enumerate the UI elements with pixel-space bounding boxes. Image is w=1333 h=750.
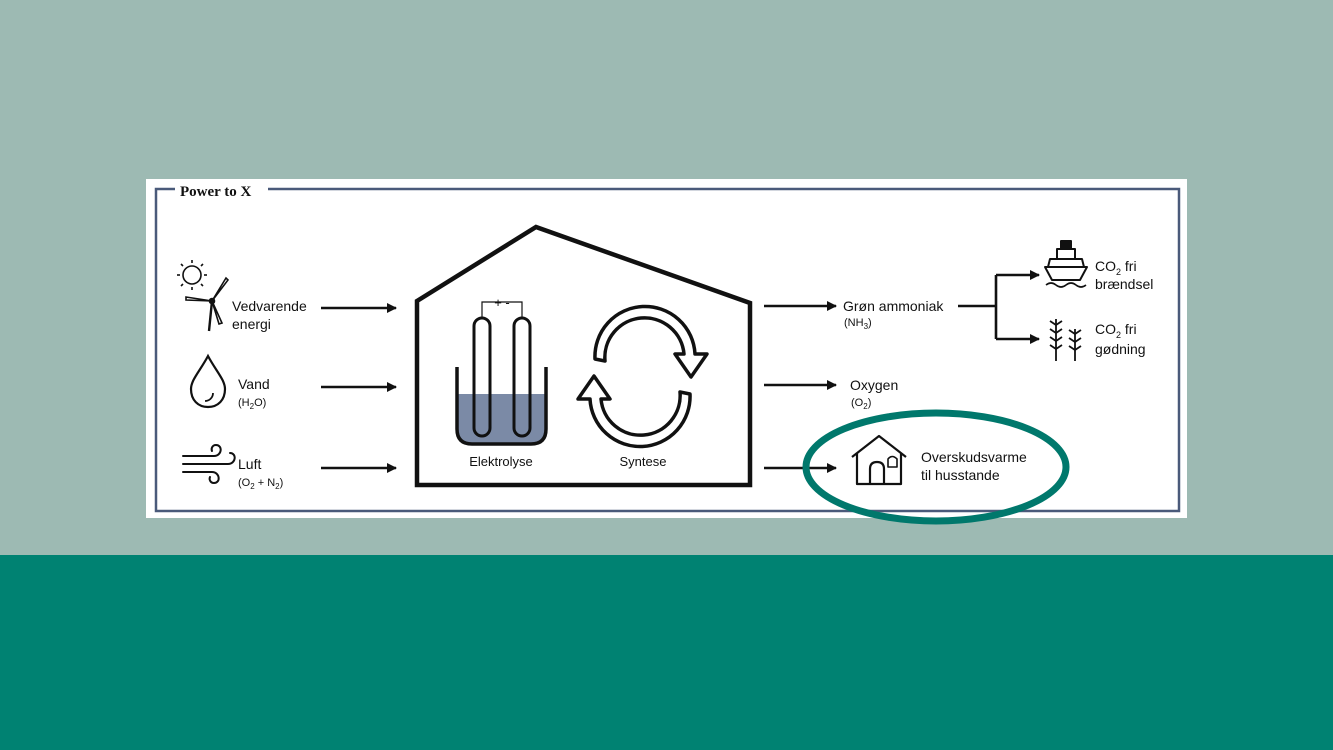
input-formula-air: (O2 + N2) [238,477,283,491]
ship-icon [1044,240,1088,288]
use-label-fuel-1: CO2 fri [1095,258,1137,277]
wind-air-icon [182,443,236,485]
electrolysis-polarity: + - [494,295,510,310]
power-to-x-diagram: Power to X Vedvarende energi Vand (H2O) … [154,184,1181,513]
input-label-renewable-2: energi [232,316,271,332]
water-drop-icon [189,353,227,409]
output-formula-oxygen: (O2) [851,397,871,411]
ammonia-branch-connector [958,275,998,339]
frame-border [154,187,1181,513]
output-label-heat-2: til husstande [921,467,1000,483]
input-label-renewable-1: Vedvarende [232,298,307,314]
house-icon [851,434,907,486]
output-label-oxygen: Oxygen [850,377,898,393]
output-formula-ammonia: (NH3) [844,317,872,331]
electrolysis-label: Elektrolyse [469,454,533,469]
power-to-x-figure: Power to X Vedvarende energi Vand (H2O) … [146,179,1187,518]
synthesis-cycle-icon [576,304,709,449]
use-label-fertilizer-2: gødning [1095,341,1146,357]
plant-building [414,224,753,488]
input-label-water: Vand [238,376,270,392]
sun-wind-icon [177,260,230,332]
synthesis-label: Syntese [620,454,667,469]
use-label-fuel-2: brændsel [1095,276,1153,292]
electrolysis-cell-icon [455,301,548,446]
input-label-air: Luft [238,456,261,472]
wheat-icon [1049,319,1082,361]
frame-title: Power to X [180,184,252,200]
input-formula-water: (H2O) [238,397,266,411]
slide-background-bottom [0,555,1333,750]
output-label-heat-1: Overskudsvarme [921,449,1027,465]
output-label-ammonia: Grøn ammoniak [843,298,944,314]
use-label-fertilizer-1: CO2 fri [1095,321,1137,340]
